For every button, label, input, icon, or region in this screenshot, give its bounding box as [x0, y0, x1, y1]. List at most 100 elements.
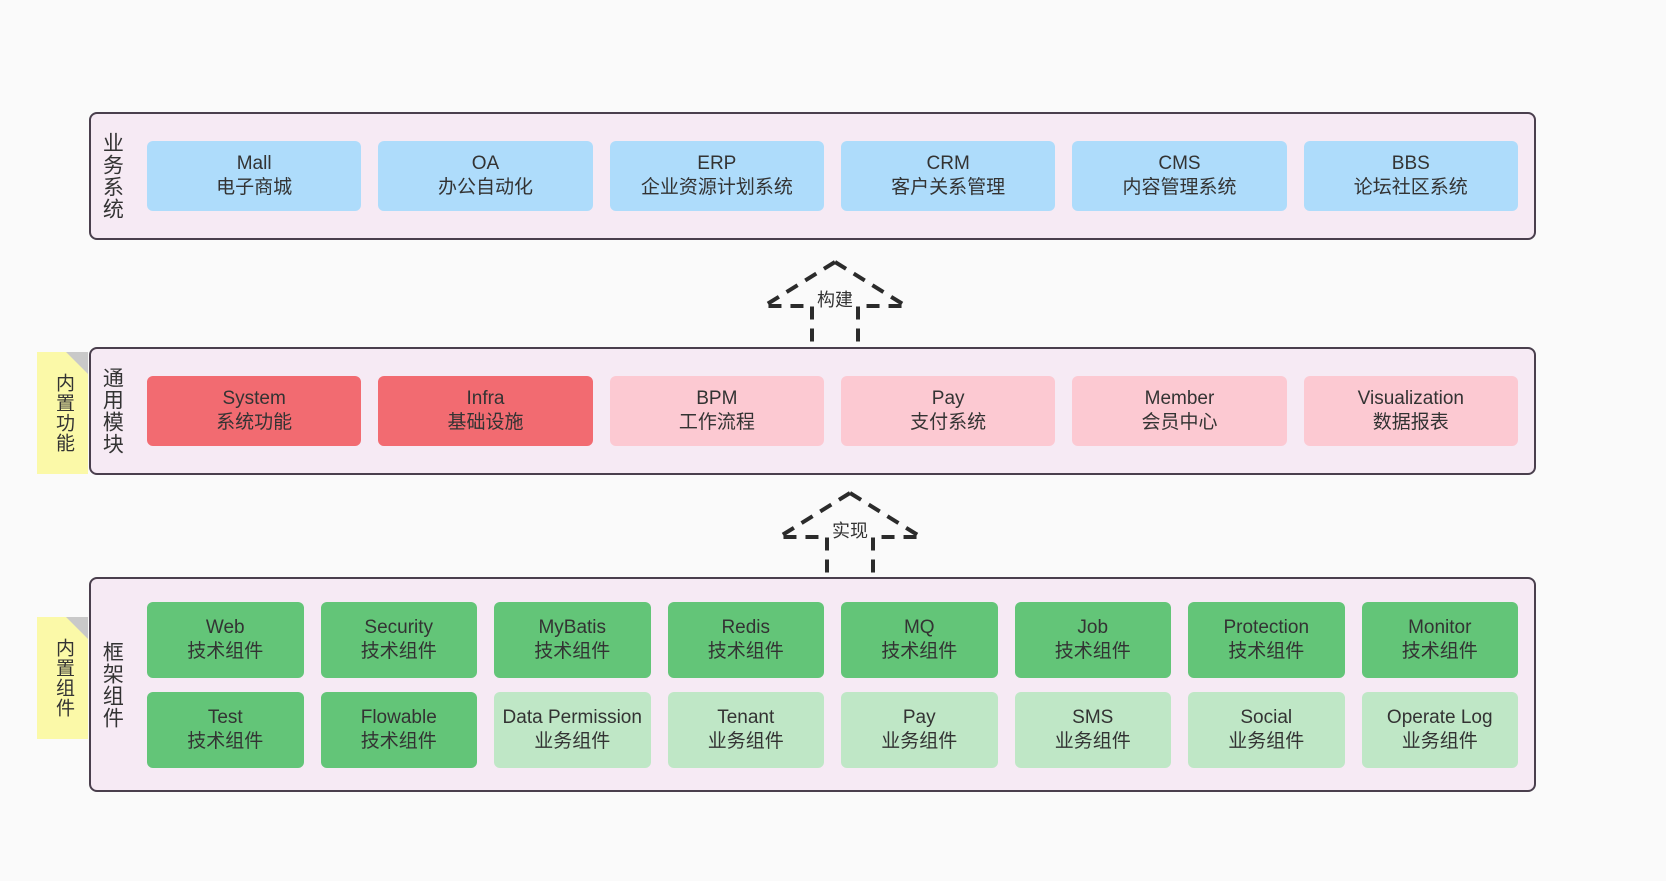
- node-subtitle: 技术组件: [187, 730, 264, 752]
- node-redis[interactable]: Redis 技术组件: [667, 601, 824, 678]
- node-title: CMS: [1158, 153, 1201, 175]
- node-flowable[interactable]: Flowable 技术组件: [320, 691, 477, 768]
- node-title: Security: [364, 616, 434, 638]
- sticky-note-label: 内置功能: [52, 373, 74, 453]
- node-security[interactable]: Security 技术组件: [320, 601, 477, 678]
- node-system[interactable]: System 系统功能: [147, 376, 362, 446]
- node-bpm[interactable]: BPM 工作流程: [609, 376, 824, 446]
- node-subtitle: 业务组件: [707, 730, 784, 752]
- node-title: MyBatis: [538, 616, 607, 638]
- node-title: BBS: [1391, 153, 1430, 175]
- node-subtitle: 办公自动化: [437, 177, 533, 198]
- node-subtitle: 技术组件: [534, 640, 611, 662]
- node-erp[interactable]: ERP 企业资源计划系统: [609, 141, 824, 211]
- node-subtitle: 业务组件: [1401, 730, 1478, 752]
- node-pay[interactable]: Pay 支付系统: [840, 376, 1056, 446]
- node-cms[interactable]: CMS 内容管理系统: [1072, 141, 1287, 211]
- node-subtitle: 工作流程: [678, 412, 755, 433]
- node-title: Operate Log: [1386, 706, 1493, 728]
- node-job[interactable]: Job 技术组件: [1014, 601, 1171, 678]
- node-subtitle: 业务组件: [881, 730, 958, 752]
- layer-framework-component: 框架组件 Web 技术组件 Security 技术组件 MyBatis 技术组件…: [89, 577, 1536, 792]
- node-sms[interactable]: SMS 业务组件: [1014, 691, 1171, 768]
- node-subtitle: 内容管理系统: [1122, 177, 1237, 198]
- node-mybatis[interactable]: MyBatis 技术组件: [494, 601, 651, 678]
- node-monitor[interactable]: Monitor 技术组件: [1361, 601, 1518, 678]
- node-subtitle: 系统功能: [216, 412, 293, 433]
- node-title: Data Permission: [502, 706, 642, 728]
- arrow-build-glyph: [756, 260, 914, 353]
- node-crm[interactable]: CRM 客户关系管理: [840, 141, 1056, 211]
- layer-title-framework-component: 框架组件: [100, 640, 124, 729]
- node-title: MQ: [903, 616, 935, 638]
- node-subtitle: 客户关系管理: [891, 177, 1006, 198]
- node-pay-business[interactable]: Pay 业务组件: [841, 691, 998, 768]
- node-subtitle: 技术组件: [360, 730, 437, 752]
- node-protection[interactable]: Protection 技术组件: [1188, 601, 1345, 678]
- node-subtitle: 技术组件: [360, 640, 437, 662]
- sticky-note-fold-icon: [66, 352, 88, 374]
- sticky-note-builtin-component: 内置组件: [37, 617, 88, 739]
- layer-row: Web 技术组件 Security 技术组件 MyBatis 技术组件 Redi…: [147, 601, 1518, 678]
- layer-row: Mall 电子商城 OA 办公自动化 ERP 企业资源计划系统 CRM 客户关系…: [147, 141, 1518, 211]
- layer-title-common-module: 通用模块: [100, 367, 124, 455]
- node-title: Tenant: [717, 706, 775, 728]
- node-title: System: [222, 388, 286, 410]
- arrow-realize-glyph: [771, 491, 929, 584]
- node-title: Test: [207, 706, 243, 728]
- node-data-permission[interactable]: Data Permission 业务组件: [494, 691, 651, 768]
- node-subtitle: 基础设施: [447, 412, 524, 433]
- node-operate-log[interactable]: Operate Log 业务组件: [1361, 691, 1518, 768]
- node-subtitle: 技术组件: [1228, 640, 1305, 662]
- node-subtitle: 企业资源计划系统: [640, 177, 793, 198]
- node-web[interactable]: Web 技术组件: [147, 601, 304, 678]
- node-bbs[interactable]: BBS 论坛社区系统: [1303, 141, 1518, 211]
- node-subtitle: 会员中心: [1141, 412, 1218, 433]
- node-subtitle: 论坛社区系统: [1353, 177, 1468, 198]
- arrow-build: 构建: [756, 258, 914, 353]
- node-subtitle: 技术组件: [1401, 640, 1478, 662]
- node-title: Job: [1077, 616, 1109, 638]
- node-infra[interactable]: Infra 基础设施: [378, 376, 593, 446]
- node-title: Social: [1240, 706, 1293, 728]
- node-subtitle: 电子商城: [216, 177, 293, 198]
- arrow-realize-label: 实现: [832, 521, 868, 541]
- arrow-realize: 实现: [771, 489, 929, 584]
- node-subtitle: 数据报表: [1372, 412, 1449, 433]
- sticky-note-fold-icon: [66, 617, 88, 639]
- layer-body-framework-component: Web 技术组件 Security 技术组件 MyBatis 技术组件 Redi…: [131, 579, 1534, 790]
- node-subtitle: 技术组件: [707, 640, 784, 662]
- node-title: Mall: [236, 153, 272, 175]
- sticky-note-label: 内置组件: [52, 638, 74, 718]
- node-title: Protection: [1223, 616, 1310, 638]
- node-subtitle: 支付系统: [910, 412, 987, 433]
- sticky-note-builtin-function: 内置功能: [37, 352, 88, 474]
- layer-title-business-system: 业务系统: [100, 132, 124, 220]
- node-oa[interactable]: OA 办公自动化: [378, 141, 593, 211]
- layer-business-system: 业务系统 Mall 电子商城 OA 办公自动化 ERP 企业资源计划系统 CRM…: [89, 112, 1536, 240]
- node-subtitle: 业务组件: [534, 730, 611, 752]
- node-title: Visualization: [1357, 388, 1464, 410]
- node-visualization[interactable]: Visualization 数据报表: [1303, 376, 1518, 446]
- node-subtitle: 业务组件: [1054, 730, 1131, 752]
- node-title: CRM: [926, 153, 970, 175]
- node-subtitle: 技术组件: [1054, 640, 1131, 662]
- layer-row: Test 技术组件 Flowable 技术组件 Data Permission …: [147, 691, 1518, 768]
- node-title: Monitor: [1408, 616, 1472, 638]
- node-mq[interactable]: MQ 技术组件: [841, 601, 998, 678]
- node-social[interactable]: Social 业务组件: [1188, 691, 1345, 768]
- node-tenant[interactable]: Tenant 业务组件: [667, 691, 824, 768]
- node-title: OA: [471, 153, 500, 175]
- node-mall[interactable]: Mall 电子商城: [147, 141, 362, 211]
- node-member[interactable]: Member 会员中心: [1072, 376, 1287, 446]
- node-title: Pay: [931, 388, 965, 410]
- node-title: Member: [1144, 388, 1215, 410]
- node-title: Redis: [721, 616, 771, 638]
- layer-row: System 系统功能 Infra 基础设施 BPM 工作流程 Pay 支付系统…: [147, 376, 1518, 446]
- node-title: Pay: [902, 706, 936, 728]
- node-test[interactable]: Test 技术组件: [147, 691, 304, 768]
- node-title: Web: [205, 616, 245, 638]
- node-title: ERP: [697, 153, 737, 175]
- node-title: Infra: [466, 388, 505, 410]
